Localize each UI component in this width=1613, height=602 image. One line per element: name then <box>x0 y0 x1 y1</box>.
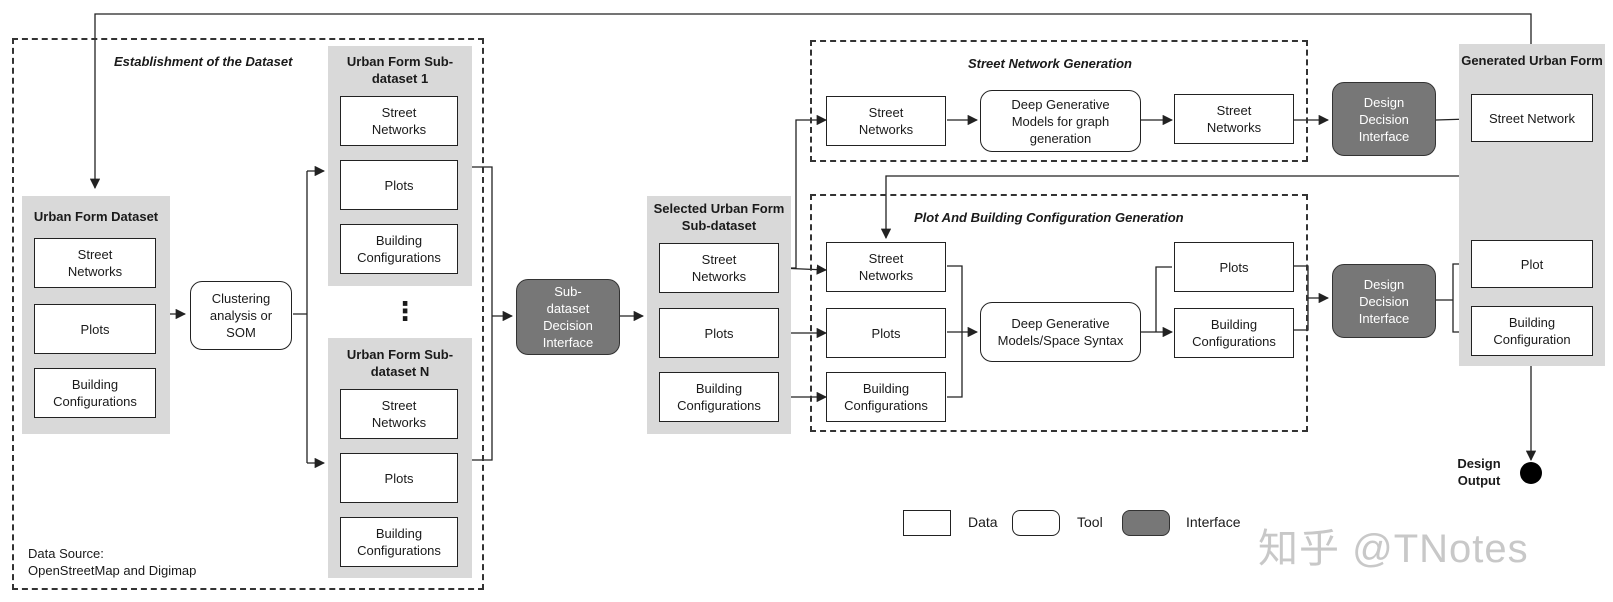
street-gen-deep-generative-model: Deep Generative Models for graph generat… <box>980 90 1141 152</box>
subdataset-n-building-configurations: Building Configurations <box>340 517 458 567</box>
arrow-clustering-to-subsets <box>293 171 308 463</box>
plot-gen-deep-generative-model: Deep Generative Models/Space Syntax <box>980 302 1141 362</box>
plot-gen-output-building-configurations: Building Configurations <box>1174 308 1294 358</box>
selected-subdataset-title: Selected Urban Form Sub-dataset <box>653 201 785 233</box>
selected-street-networks: Street Networks <box>659 243 779 293</box>
legend-interface-label: Interface <box>1186 514 1241 530</box>
street-gen-output-street-networks: Street Networks <box>1174 94 1294 144</box>
street-gen-input-street-networks: Street Networks <box>826 96 946 146</box>
subdataset-n-street-networks: Street Networks <box>340 389 458 439</box>
watermark-text: 知乎 @TNotes <box>1258 527 1529 571</box>
subdataset-decision-interface: Sub- dataset Decision Interface <box>516 279 620 355</box>
design-output-label: Design Output <box>1457 456 1501 488</box>
legend-data-label: Data <box>968 514 998 530</box>
ellipsis-dots: ⋮ <box>392 296 418 326</box>
dataset-region <box>12 38 484 590</box>
street-network-generation-title: Street Network Generation <box>968 56 1132 71</box>
street-gen-design-decision-interface: Design Decision Interface <box>1332 82 1436 156</box>
selected-building-configurations: Building Configurations <box>659 372 779 422</box>
dataset-region-title: Establishment of the Dataset <box>114 54 293 69</box>
feedback-arrow <box>89 13 1532 190</box>
design-output-dot <box>1520 462 1542 484</box>
plot-gen-input-street-networks: Street Networks <box>826 242 946 292</box>
subdataset-1-plots: Plots <box>340 160 458 210</box>
subdataset-n-title: Urban Form Sub-dataset N <box>346 347 454 379</box>
arrow-model-to-outputs <box>1141 266 1172 332</box>
legend-interface-swatch <box>1122 510 1170 536</box>
legend-tool-swatch <box>1012 510 1060 536</box>
selected-plots: Plots <box>659 308 779 358</box>
clustering-tool: Clustering analysis or SOM <box>190 281 292 350</box>
arrow-outputs-to-interface <box>1294 265 1328 331</box>
plot-building-generation-region <box>810 194 1308 432</box>
plot-gen-input-building-configurations: Building Configurations <box>826 372 946 422</box>
street-network-generation-region <box>810 40 1308 162</box>
subdataset-1-title: Urban Form Sub-dataset 1 <box>346 54 454 86</box>
dataset-street-networks: Street Networks <box>34 238 156 288</box>
subdataset-n-plots: Plots <box>340 453 458 503</box>
legend-data-swatch <box>903 510 951 536</box>
dataset-building-configurations: Building Configurations <box>34 368 156 418</box>
subdataset-1-street-networks: Street Networks <box>340 96 458 146</box>
data-source-note: Data Source: OpenStreetMap and Digimap <box>28 546 197 578</box>
generated-building-configuration: Building Configuration <box>1471 306 1593 356</box>
legend-tool-label: Tool <box>1077 514 1103 530</box>
generated-plot: Plot <box>1471 240 1593 288</box>
arrow-plot-inputs-to-model <box>947 265 977 398</box>
generated-urban-form-title: Generated Urban Form <box>1461 53 1603 68</box>
plot-gen-design-decision-interface: Design Decision Interface <box>1332 264 1436 338</box>
subdataset-1-building-configurations: Building Configurations <box>340 224 458 274</box>
plot-gen-output-plots: Plots <box>1174 242 1294 292</box>
plot-building-generation-title: Plot And Building Configuration Generati… <box>914 210 1184 225</box>
urban-form-dataset-title: Urban Form Dataset <box>33 209 159 224</box>
arrow-subsets-to-interface <box>468 166 512 461</box>
plot-gen-input-plots: Plots <box>826 308 946 358</box>
dataset-plots: Plots <box>34 304 156 354</box>
generated-street-network: Street Network <box>1471 94 1593 142</box>
